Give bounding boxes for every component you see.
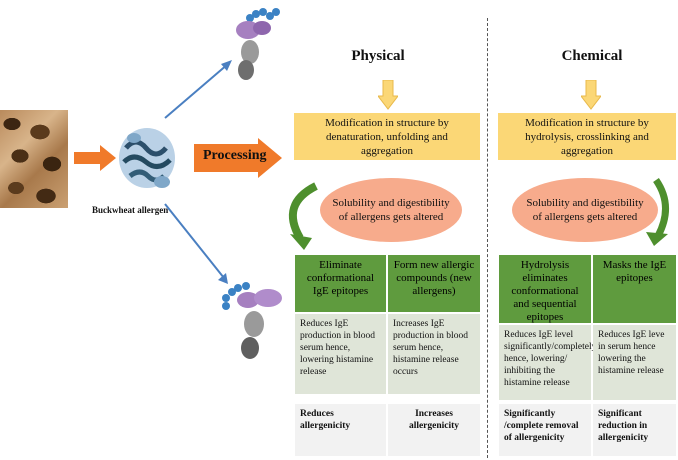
buckwheat-grains-image: [0, 110, 68, 208]
physical-col1-header: Eliminate conformational IgE epitopes: [295, 255, 386, 312]
chemical-curved-arrow-icon: [646, 178, 669, 246]
physical-col2-result: Increases allergenicity: [388, 404, 480, 456]
processing-arrow-icon: [194, 138, 282, 178]
physical-col1-detail: Reduces IgE production in blood serum he…: [295, 314, 386, 394]
physical-col2-detail: Increases IgE production in blood serum …: [388, 314, 480, 394]
allergen-label: Buckwheat allergen: [92, 205, 169, 215]
physical-solubility-ellipse: Solubility and digestibility of allergen…: [320, 178, 462, 242]
chemical-col2-result: Significant reduction in allergenicity: [593, 404, 676, 456]
physical-col1-result: Reduces allergenicity: [295, 404, 386, 456]
orange-arrow-icon: [74, 145, 116, 171]
chemical-col2-detail: Reduces IgE leve in serum hence lowering…: [593, 325, 676, 400]
physical-col2-header: Form new allergic compounds (new allerge…: [388, 255, 480, 312]
processing-label: Processing: [203, 148, 267, 163]
chemical-down-arrow-icon: [581, 80, 601, 110]
chemical-solubility-ellipse: Solubility and digestibility of allergen…: [512, 178, 658, 242]
physical-curved-arrow-icon: [288, 182, 318, 250]
antibody-complex-bottom-icon: [222, 282, 282, 359]
blue-arrows-icon: [164, 60, 232, 284]
physical-title: Physical: [351, 48, 405, 64]
antibody-complex-top-icon: [236, 8, 280, 80]
chemical-col1-detail: Reduces IgE level significantly/complete…: [499, 325, 596, 400]
chemical-col2-header: Masks the IgE epitopes: [593, 255, 676, 323]
chemical-title: Chemical: [561, 48, 623, 64]
chemical-modification-box: Modification in structure by hydrolysis,…: [498, 113, 676, 160]
chemical-col1-result: Significantly /complete removal of aller…: [499, 404, 591, 456]
allergen-protein-icon: [119, 128, 175, 188]
physical-modification-box: Modification in structure by denaturatio…: [294, 113, 480, 160]
chemical-col1-header: Hydrolysis eliminates conformational and…: [499, 255, 591, 323]
physical-down-arrow-icon: [378, 80, 398, 110]
section-divider: [487, 18, 488, 458]
